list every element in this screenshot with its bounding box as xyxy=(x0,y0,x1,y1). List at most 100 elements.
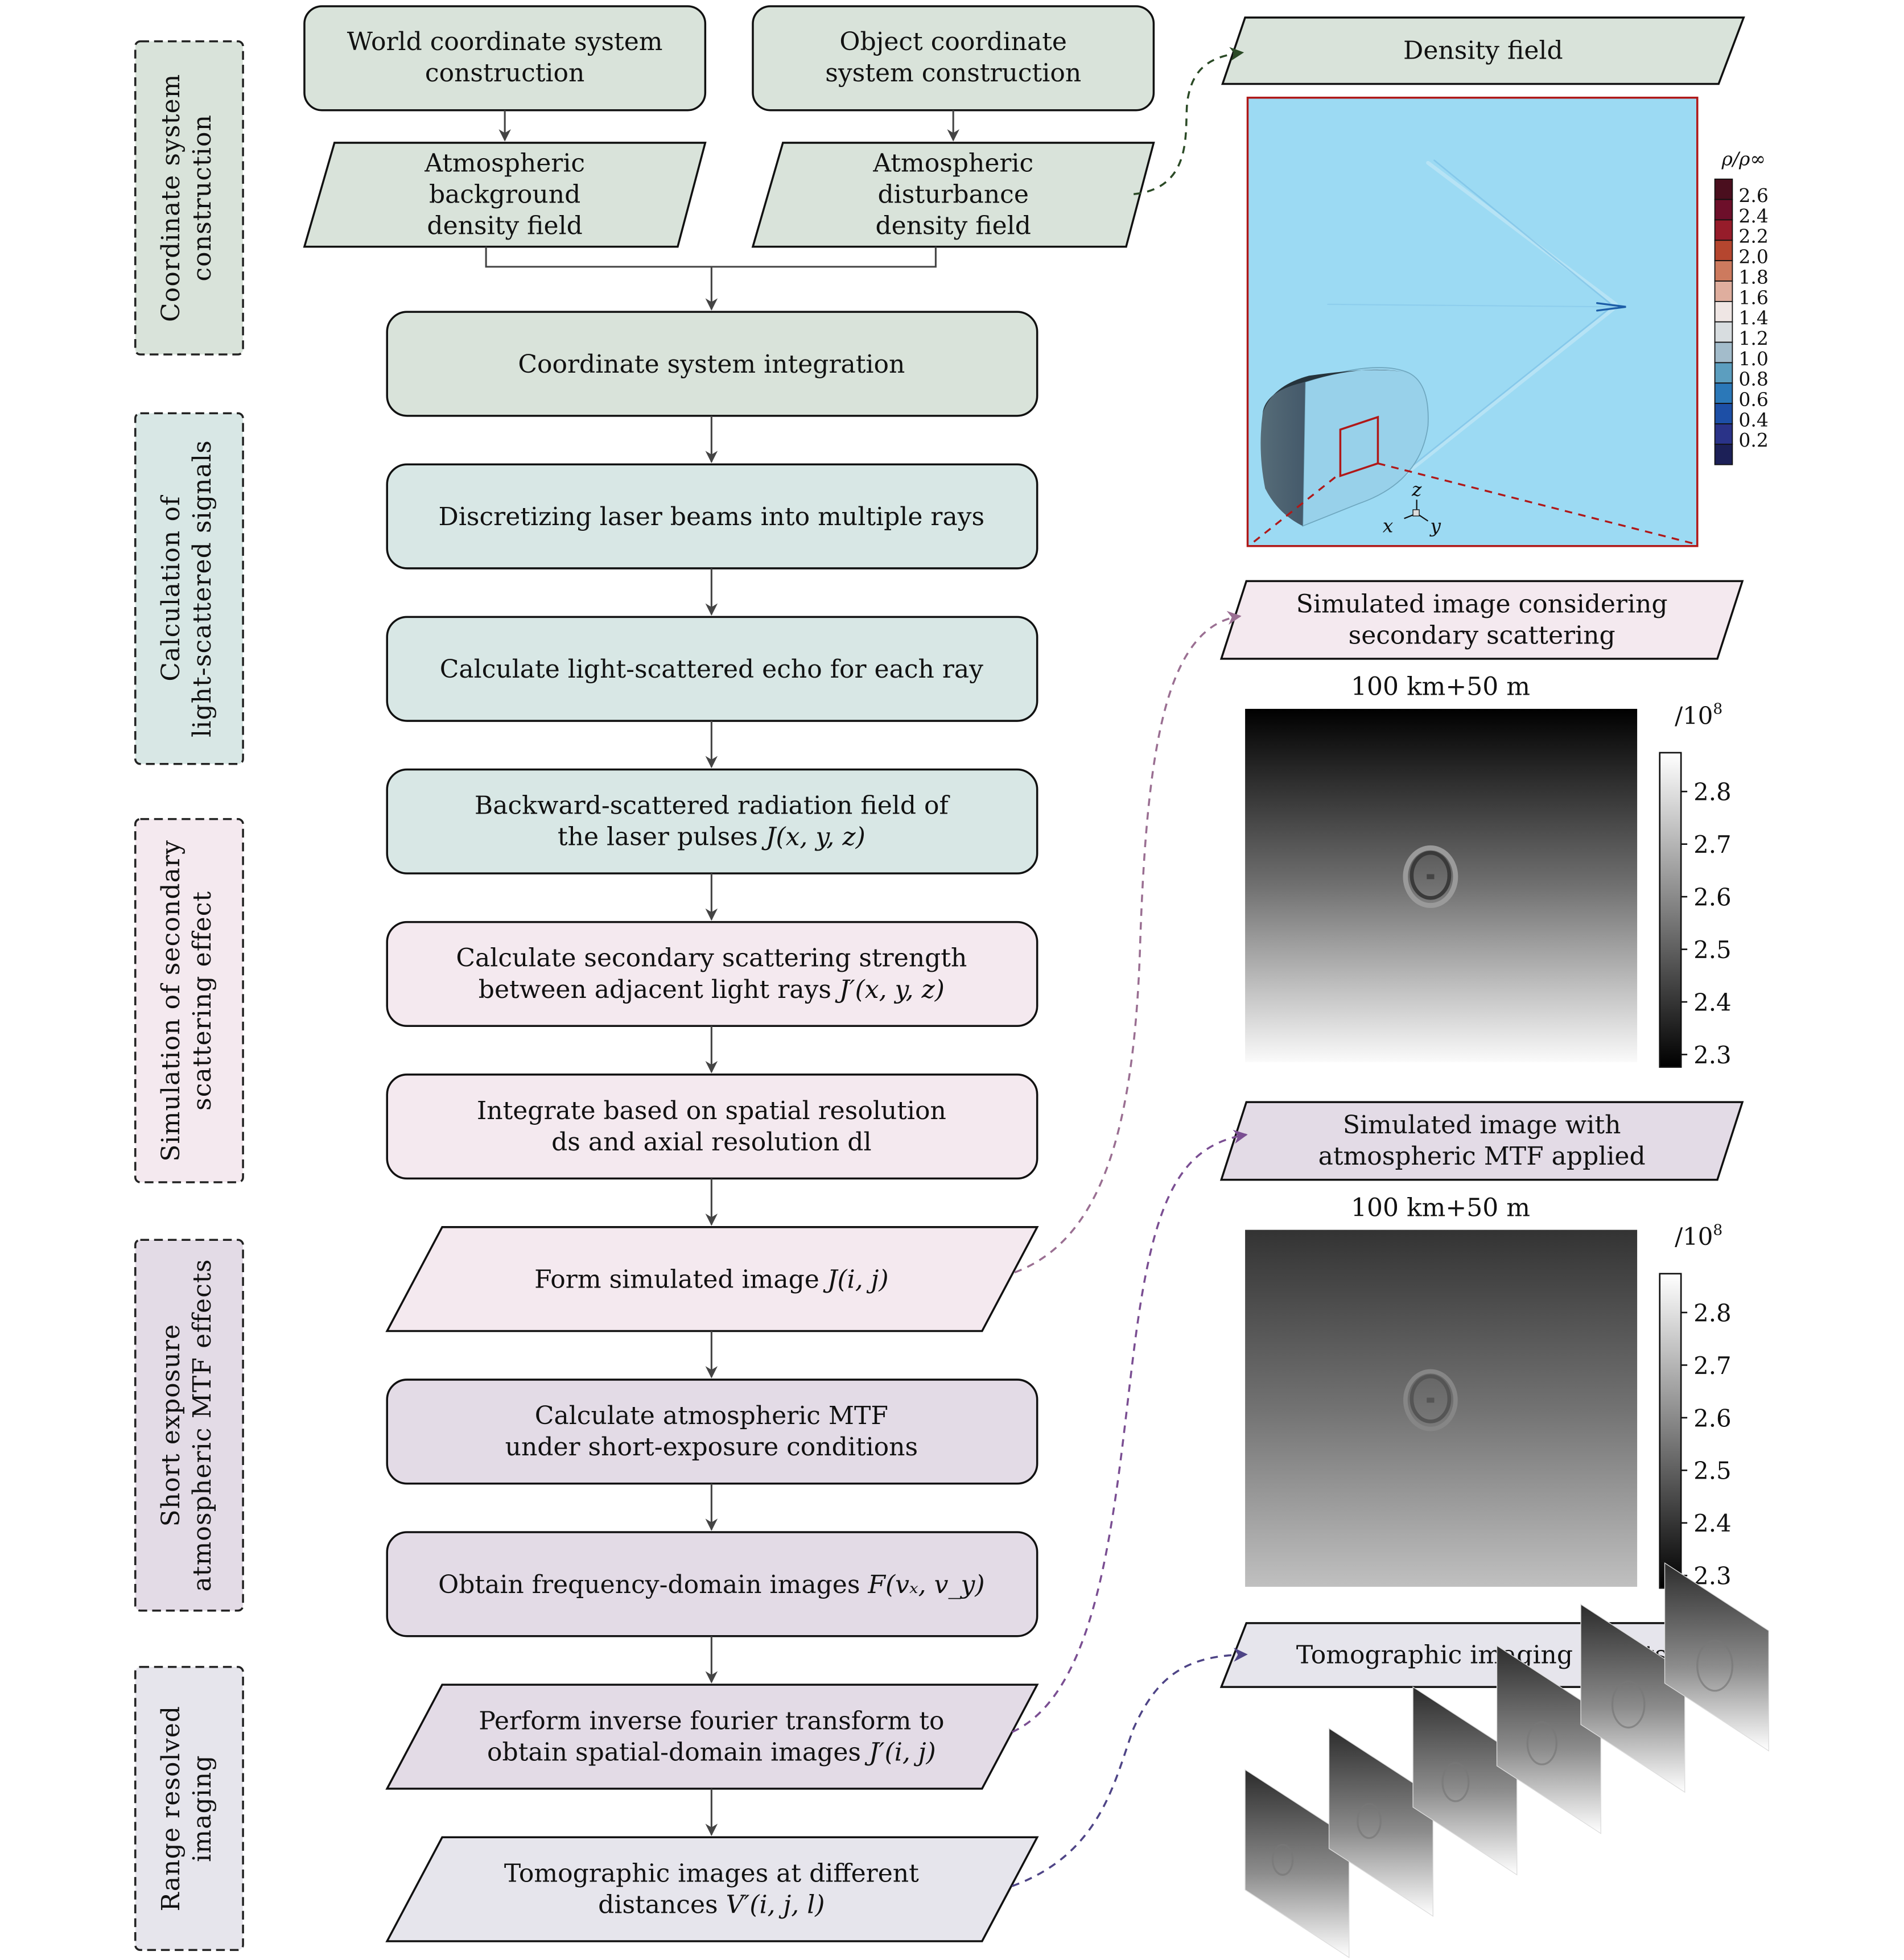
node-shape xyxy=(385,1683,1039,1790)
colorbar-tick-label: 2.4 xyxy=(1693,1509,1732,1537)
colorbar-scale-label: /108 xyxy=(1675,700,1722,730)
density-colorbar: 2.62.42.22.01.81.61.41.21.00.80.60.40.2 xyxy=(1714,178,1769,465)
colorbar-scale-label: /108 xyxy=(1675,1221,1722,1251)
stage-label-light-scattered-signals: Calculation of light-scattered signals xyxy=(134,412,244,765)
flow-node: Tomographic images at differentdistances… xyxy=(385,1836,1039,1942)
node-text-line2: background xyxy=(429,180,580,209)
axis-label-z: z xyxy=(1411,478,1422,501)
flow-node: Calculate secondary scattering strengthb… xyxy=(386,921,1038,1028)
axis-label-x: x xyxy=(1383,515,1394,537)
stage-label-coordinate-system: Coordinate system construction xyxy=(134,40,244,356)
node-text: Integrate based on spatial resolution xyxy=(477,1096,946,1125)
tomographic-slice xyxy=(1664,1562,1769,1752)
node-shape xyxy=(386,1379,1038,1485)
stage-label-line2: light-scattered signals xyxy=(188,440,217,737)
axis-triad-icon xyxy=(1404,500,1429,522)
node-text: Backward-scattered radiation field of xyxy=(475,791,950,820)
node-background-density: Atmospheric background density field xyxy=(303,142,707,248)
colorbar-tick-label: 0.6 xyxy=(1738,389,1768,411)
node-text: Calculate atmospheric MTF xyxy=(535,1401,888,1430)
stage-box xyxy=(134,412,244,765)
tomographic-slices xyxy=(1244,1562,1769,1958)
colorbar-segment xyxy=(1714,423,1733,445)
flow-node: Obtain frequency-domain images F(vₓ, v_y… xyxy=(386,1531,1038,1637)
node-text: ds and axial resolution dl xyxy=(551,1128,871,1157)
stage-label-secondary-scattering: Simulation of secondary scattering effec… xyxy=(134,818,244,1183)
tomographic-slice xyxy=(1412,1686,1518,1876)
colorbar-tick-label: 1.2 xyxy=(1738,327,1768,349)
result-title-shape xyxy=(1221,16,1745,85)
node-text: Form simulated image J(i, j) xyxy=(534,1265,888,1294)
node-shape xyxy=(303,142,707,248)
stage-box xyxy=(134,818,244,1183)
flow-node: Integrate based on spatial resolution ds … xyxy=(386,1073,1038,1180)
colorbar-tick-label: 2.6 xyxy=(1693,884,1732,911)
link-inverse-to-mtf xyxy=(1011,1129,1248,1733)
stage-label-line2: construction xyxy=(188,114,217,282)
node-text-line2: disturbance xyxy=(878,180,1029,209)
colorbar-tick-label: 2.3 xyxy=(1693,1562,1732,1590)
node-text-line1: Atmospheric xyxy=(872,149,1033,178)
tomographic-slice xyxy=(1580,1603,1685,1793)
node-disturbance-density: Atmospheric disturbance density field xyxy=(751,142,1155,248)
colorbar-segment xyxy=(1714,382,1733,405)
node-text: Perform inverse fourier transform to xyxy=(479,1706,944,1735)
stage-box xyxy=(134,1666,244,1951)
colorbar-segment xyxy=(1714,178,1733,200)
colorbar-segment xyxy=(1714,362,1733,384)
tomographic-slice xyxy=(1496,1645,1601,1834)
node-text: Coordinate system integration xyxy=(518,350,905,379)
colorbar-tick-label: 2.8 xyxy=(1693,1299,1732,1327)
axis-label-y: y xyxy=(1429,515,1441,537)
colorbar-tick-label: 1.0 xyxy=(1738,348,1768,370)
colorbar-tick-label: 1.8 xyxy=(1738,266,1768,288)
colorbar-tick-label: 0.8 xyxy=(1738,368,1768,390)
stage-label-line1: Coordinate system xyxy=(156,74,186,323)
node-text: Calculate secondary scattering strength xyxy=(456,944,967,973)
colorbar-segment xyxy=(1714,321,1733,343)
colorbar-segment xyxy=(1714,280,1733,302)
node-shape xyxy=(386,921,1038,1028)
stage-label-line1: Simulation of secondary xyxy=(156,840,186,1162)
tomographic-slice xyxy=(1244,1769,1350,1958)
colorbar-tick-label: 0.2 xyxy=(1738,429,1768,451)
colorbar-tick-label: 2.6 xyxy=(1693,1404,1732,1432)
node-shape xyxy=(385,1226,1039,1332)
node-text: Discretizing laser beams into multiple r… xyxy=(439,502,985,531)
result-tomographic: Tomographic imaging results xyxy=(1219,1562,1769,1958)
node-text: distances V′(i, j, l) xyxy=(598,1890,825,1919)
node-text: Calculate light-scattered echo for each … xyxy=(440,655,983,684)
node-object-coordinate: Object coordinate system construction xyxy=(752,5,1155,112)
tomographic-slice xyxy=(1328,1727,1433,1917)
colorbar-segment xyxy=(1714,403,1733,424)
main-flow: Coordinate system integrationDiscretizin… xyxy=(385,311,1039,1942)
colorbar-tick-label: 2.7 xyxy=(1693,1352,1732,1380)
colorbar-segment xyxy=(1714,199,1733,221)
link-tomographic-to-results xyxy=(1012,1648,1248,1887)
node-text-line1: Object coordinate xyxy=(839,27,1067,56)
node-text-line2: system construction xyxy=(825,59,1081,88)
flow-node: Perform inverse fourier transform to obta… xyxy=(385,1683,1039,1790)
node-world-coordinate: World coordinate system construction xyxy=(303,5,707,112)
colorbar-tick-label: 2.4 xyxy=(1693,988,1732,1016)
stage-label-line2: atmospheric MTF effects xyxy=(188,1259,217,1592)
colorbar-tick-label: 1.4 xyxy=(1738,307,1768,329)
node-text: Tomographic images at different xyxy=(504,1859,919,1888)
node-text: obtain spatial-domain images J′(i, j) xyxy=(487,1738,936,1767)
shock-wave-pattern xyxy=(1327,159,1626,480)
result-title-line1: Simulated image considering xyxy=(1296,589,1668,618)
colorbar-tick-label: 2.6 xyxy=(1738,184,1768,207)
colorbar-segment xyxy=(1714,240,1733,262)
colorbar-tick-label: 1.6 xyxy=(1738,286,1768,308)
node-text: the laser pulses J(x, y, z) xyxy=(558,823,866,852)
image-subtitle: 100 km+50 m xyxy=(1351,672,1530,702)
stage-label-line1: Short exposure xyxy=(156,1324,186,1527)
result-mtf: Simulated image with atmospheric MTF app… xyxy=(1219,1101,1744,1590)
stage-label-line2: scattering effect xyxy=(188,891,217,1111)
domain-3d-body xyxy=(1260,367,1429,527)
colorbar-tick-label: 2.7 xyxy=(1693,831,1732,859)
zoom-guide-lines xyxy=(1249,462,1694,546)
colorbar-segment xyxy=(1714,341,1733,364)
flow-node: Backward-scattered radiation field of the… xyxy=(386,768,1038,874)
